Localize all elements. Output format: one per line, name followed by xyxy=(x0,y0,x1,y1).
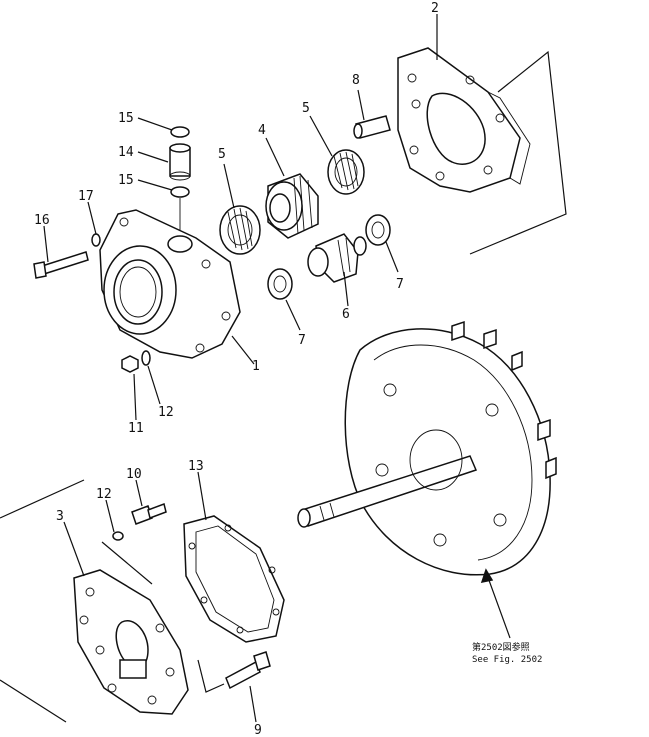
o-ring-15-lower xyxy=(170,186,190,198)
sleeve-14 xyxy=(169,143,191,181)
needle-bearing-5-upper xyxy=(327,149,365,195)
reference-arrow-line xyxy=(485,571,511,639)
needle-bearing-7-right xyxy=(365,214,391,246)
pump-body-1 xyxy=(99,209,241,359)
bolt-16 xyxy=(33,251,89,279)
stud-bolt-9 xyxy=(225,651,271,690)
needle-bearing-7-left xyxy=(267,268,293,300)
washer-12-lower xyxy=(112,531,124,541)
driven-gear-6 xyxy=(307,233,367,283)
callout-14: 14 xyxy=(118,145,134,160)
callout-5-upper: 5 xyxy=(302,101,310,116)
callout-17: 17 xyxy=(78,189,94,204)
leader-lines xyxy=(43,14,438,723)
bracket-line-2 xyxy=(469,50,567,255)
callout-15-upper: 15 xyxy=(118,111,134,126)
callout-10: 10 xyxy=(126,467,142,482)
end-plate-3 xyxy=(73,569,189,715)
dowel-pin-8 xyxy=(353,115,391,139)
callout-15-lower: 15 xyxy=(118,173,134,188)
callout-12-upper: 12 xyxy=(158,405,174,420)
callout-12-lower: 12 xyxy=(96,487,112,502)
reference-note-en: See Fig. 2502 xyxy=(472,655,542,665)
callout-9: 9 xyxy=(254,723,262,737)
callout-4: 4 xyxy=(258,123,266,138)
o-ring-15-upper xyxy=(170,126,190,138)
callout-5-lower: 5 xyxy=(218,147,226,162)
callout-3: 3 xyxy=(56,509,64,524)
bolt-10 xyxy=(131,503,167,525)
bracket-line-3 xyxy=(0,479,225,723)
callout-16: 16 xyxy=(34,213,50,228)
callout-6: 6 xyxy=(342,307,350,322)
callout-7-left: 7 xyxy=(298,333,306,348)
reference-note-jp: 第2502図参照 xyxy=(472,641,530,653)
gasket-13 xyxy=(183,515,285,643)
cover-plate-2 xyxy=(397,47,531,193)
callout-2: 2 xyxy=(431,1,439,16)
callout-8: 8 xyxy=(352,73,360,88)
callout-13: 13 xyxy=(188,459,204,474)
callout-11: 11 xyxy=(128,421,144,436)
washer-17 xyxy=(91,233,101,247)
pump-assembly-ref xyxy=(297,320,557,576)
washer-12-upper xyxy=(141,350,151,366)
callout-7-right: 7 xyxy=(396,277,404,292)
nut-11 xyxy=(121,355,139,373)
drive-gear-4 xyxy=(265,173,319,239)
reference-arrowhead xyxy=(480,568,494,583)
needle-bearing-5-lower xyxy=(219,205,261,255)
callout-1: 1 xyxy=(252,359,260,374)
